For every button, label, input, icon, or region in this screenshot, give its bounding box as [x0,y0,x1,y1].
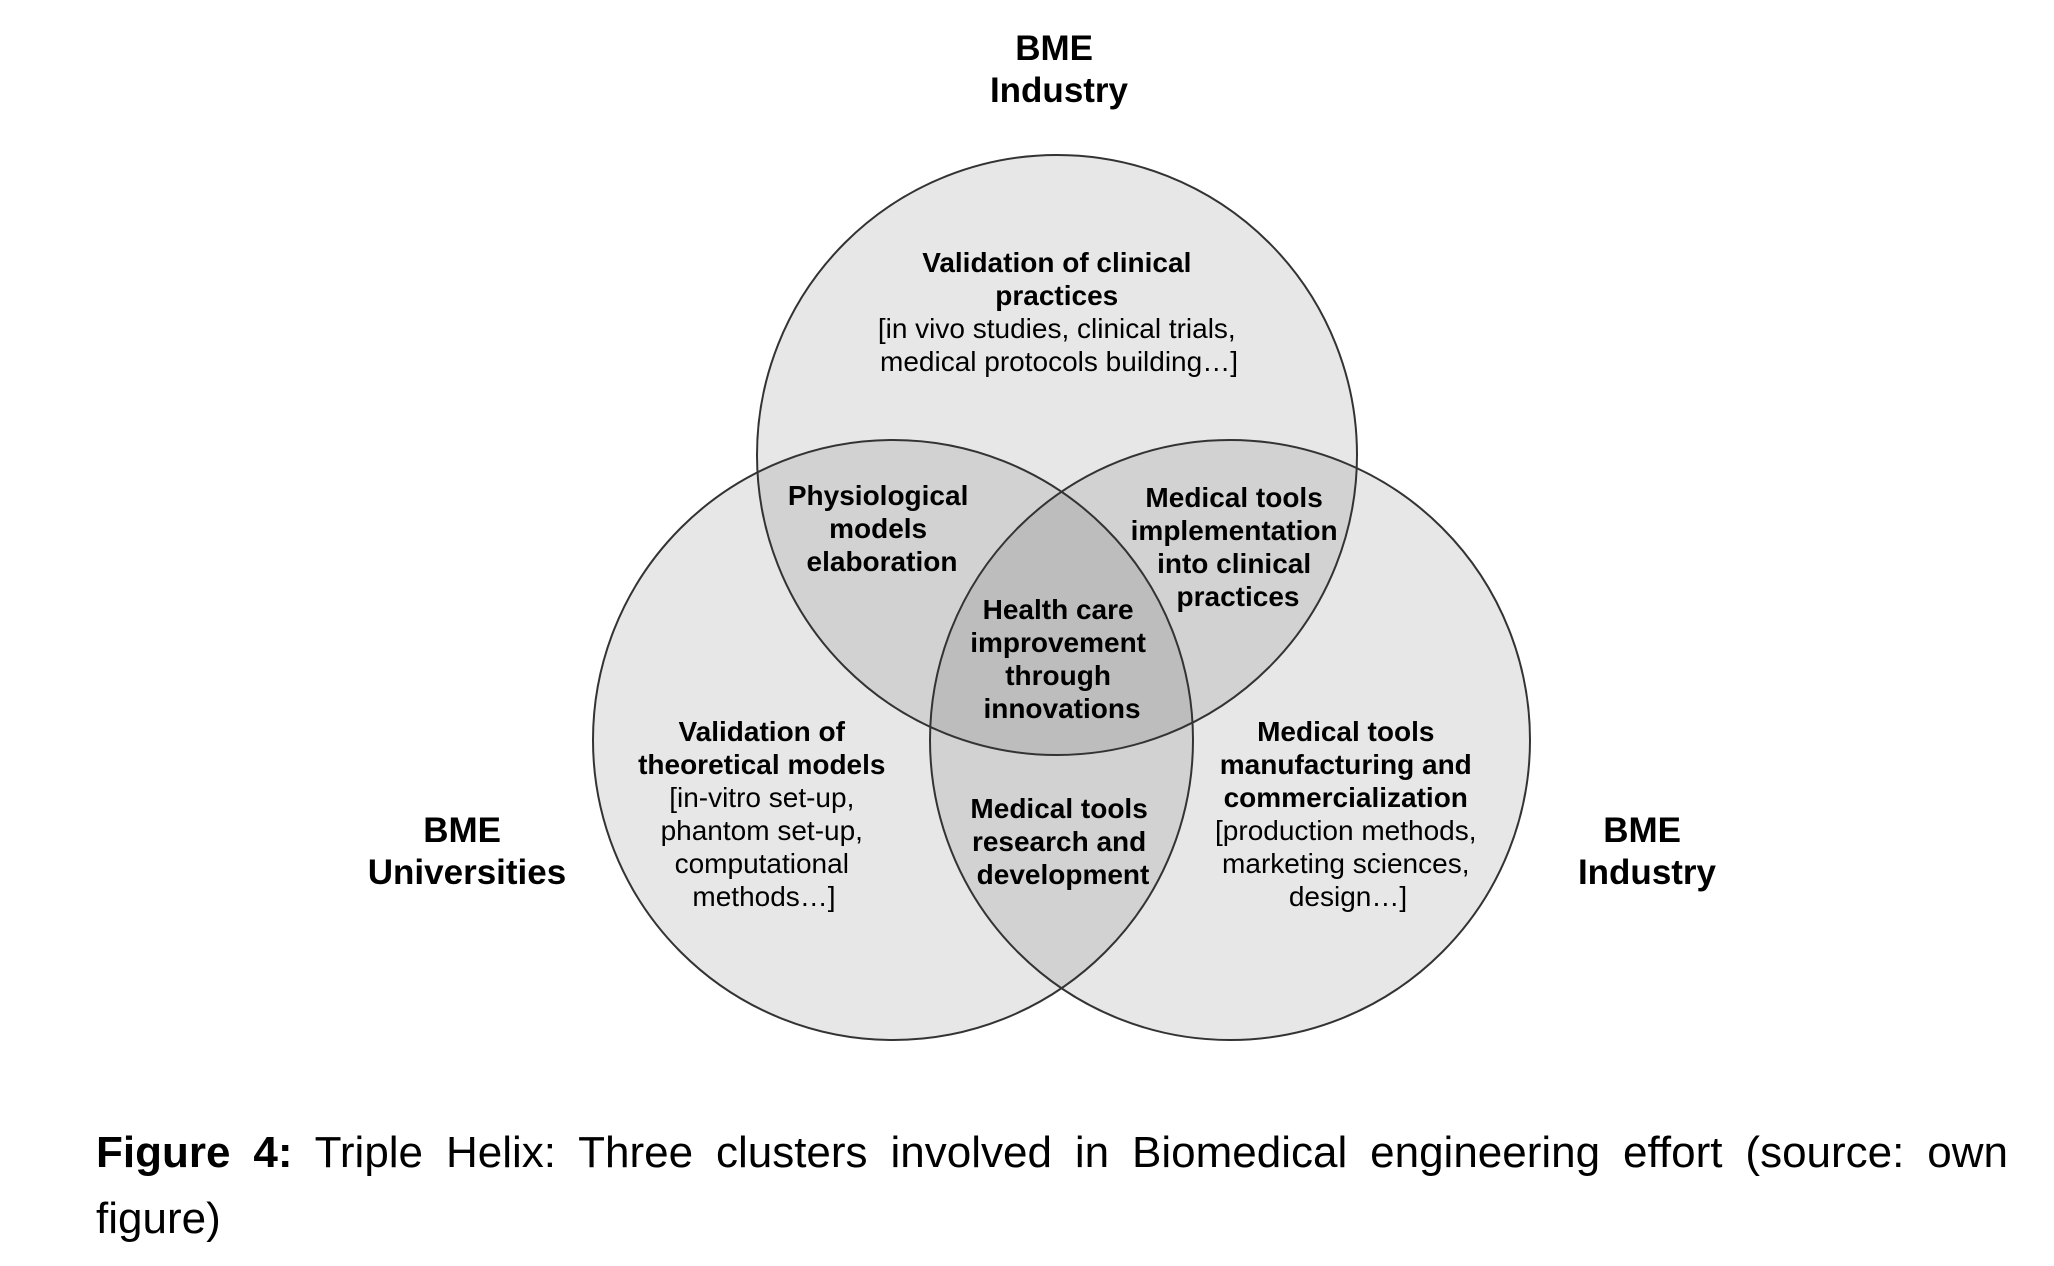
region-top-left: Physiological models elaboration [788,480,976,577]
figure-caption: Figure 4: Triple Helix: Three clusters i… [96,1120,2008,1252]
industry-circle-right-outline [929,439,1531,1041]
overlap-center [930,440,1193,755]
caption-text: Triple Helix: Three clusters involved in… [96,1128,2009,1243]
cluster-label-top: BME Industry [990,29,1129,110]
region-top-right: Medical tools implementation into clinic… [1131,482,1346,612]
caption-label: Figure 4: [96,1128,293,1177]
region-left-right: Medical tools research and development [970,793,1155,890]
venn-diagram: BME Industry BME Universities BME Indust… [368,29,1717,1041]
region-right-only: Medical tools manufacturing and commerci… [1215,716,1481,912]
universities-circle-outline [592,439,1194,1041]
cluster-label-right: BME Industry [1578,811,1717,892]
industry-circle-top-outline [756,154,1358,756]
cluster-label-left: BME Universities [368,811,566,892]
region-center: Health care improvement through innovati… [970,594,1154,724]
region-left-only: Validation of theoretical models [in-vit… [638,716,890,912]
region-top-only: Validation of clinical practices [in viv… [878,247,1240,377]
